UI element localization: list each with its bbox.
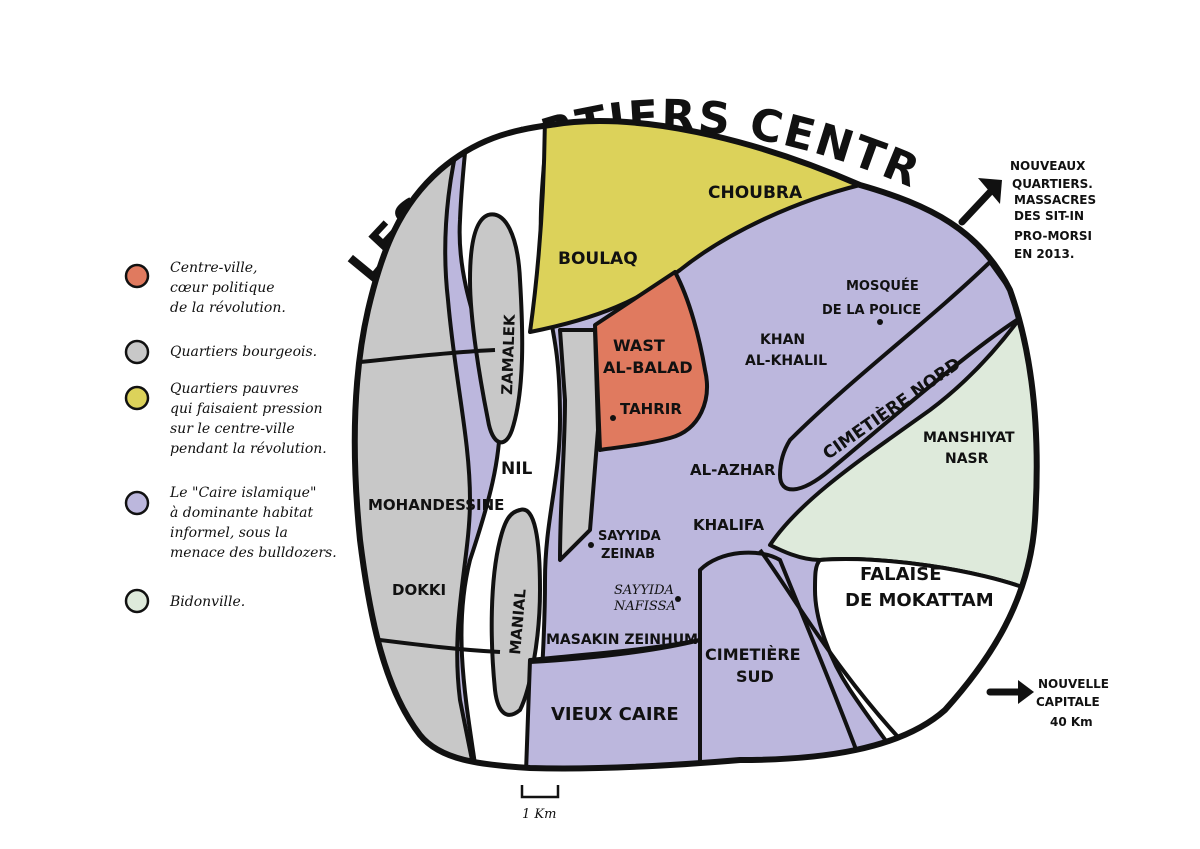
label-mosquee: MOSQUÉE — [846, 278, 919, 294]
sayyida-zeinab-dot — [588, 542, 594, 548]
label-de-la-police: DE LA POLICE — [822, 303, 921, 318]
legend-swatch-grey — [124, 339, 150, 365]
legend-text-grey: Quartiers bourgeois. — [170, 344, 317, 360]
label-tahrir: TAHRIR — [620, 400, 682, 418]
street-vieux-caire — [529, 638, 701, 664]
legend-text-green: Bidonville. — [169, 594, 245, 610]
label-manial: MANIAL — [506, 588, 530, 656]
label-nasr: NASR — [945, 451, 989, 467]
island-zamalek — [468, 212, 525, 445]
note-nouveaux-quartiers: NOUVEAUX QUARTIERS. MASSACRES DES SIT-IN… — [958, 159, 1100, 261]
legend-text-red: Centre-ville, cœur politique de la révol… — [170, 260, 286, 316]
street-sud-east — [758, 548, 922, 762]
label-khalifa: KHALIFA — [693, 516, 764, 534]
note-nouveaux-text: NOUVEAUX QUARTIERS. MASSACRES DES SIT-IN… — [1010, 159, 1100, 261]
label-de-mokattam: DE MOKATTAM — [845, 590, 994, 611]
label-zamalek: ZAMALEK — [498, 313, 519, 395]
label-falaise: FALAISE — [860, 564, 942, 585]
district-wast-al-balad — [593, 270, 709, 452]
label-vieux-caire: VIEUX CAIRE — [551, 704, 679, 725]
label-cimetiere-sud-2: SUD — [736, 667, 774, 686]
label-choubra: CHOUBRA — [708, 183, 803, 203]
note-capitale-text: NOUVELLE CAPITALE 40 Km — [1036, 677, 1113, 729]
district-cimetiere-nord — [778, 260, 1022, 492]
district-cimetiere-sud — [698, 550, 862, 769]
label-khan: KHAN — [760, 332, 805, 348]
label-wast: WAST — [613, 336, 665, 355]
label-masakin: MASAKIN ZEINHUM — [546, 632, 698, 648]
street-south-west — [379, 638, 501, 654]
district-choubra-boulaq — [528, 121, 862, 334]
legend-swatch-yellow — [124, 385, 150, 411]
label-sayyida-2: SAYYIDA — [614, 583, 674, 598]
tahrir-dot — [610, 415, 616, 421]
district-garden-city — [558, 328, 600, 562]
legend-swatch-purple — [124, 490, 150, 516]
label-al-khalil: AL-KHALIL — [745, 353, 827, 369]
label-al-azhar: AL-AZHAR — [690, 461, 776, 479]
note-nouvelle-capitale: NOUVELLE CAPITALE 40 Km — [986, 677, 1113, 729]
label-al-balad: AL-BALAD — [603, 358, 693, 377]
arrow-north-east-icon — [958, 186, 996, 226]
label-cimetiere-sud-1: CIMETIÈRE — [705, 645, 801, 664]
legend: Centre-ville, cœur politique de la révol… — [124, 260, 337, 614]
legend-swatch-red — [124, 263, 150, 289]
label-nil: NIL — [501, 459, 533, 479]
label-nafissa: NAFISSA — [613, 599, 676, 614]
label-sayyida-1: SAYYIDA — [598, 529, 661, 544]
label-boulaq: BOULAQ — [558, 249, 638, 269]
scale-label: 1 Km — [522, 807, 556, 822]
label-dokki: DOKKI — [392, 581, 446, 599]
label-manshiyat: MANSHIYAT — [923, 430, 1015, 446]
scale-bar: 1 Km — [520, 785, 560, 822]
legend-text-yellow: Quartiers pauvres qui faisaient pression… — [170, 381, 327, 457]
street-north-west — [359, 348, 496, 364]
label-mohandessine: MOHANDESSINE — [368, 496, 504, 514]
city-outline — [351, 118, 1040, 772]
legend-swatch-green — [124, 588, 150, 614]
sayyida-nafissa-dot — [675, 596, 681, 602]
label-zeinab: ZEINAB — [601, 547, 655, 562]
legend-text-purple: Le "Caire islamique" à dominante habitat… — [169, 485, 337, 561]
mosquee-dot — [877, 319, 883, 325]
